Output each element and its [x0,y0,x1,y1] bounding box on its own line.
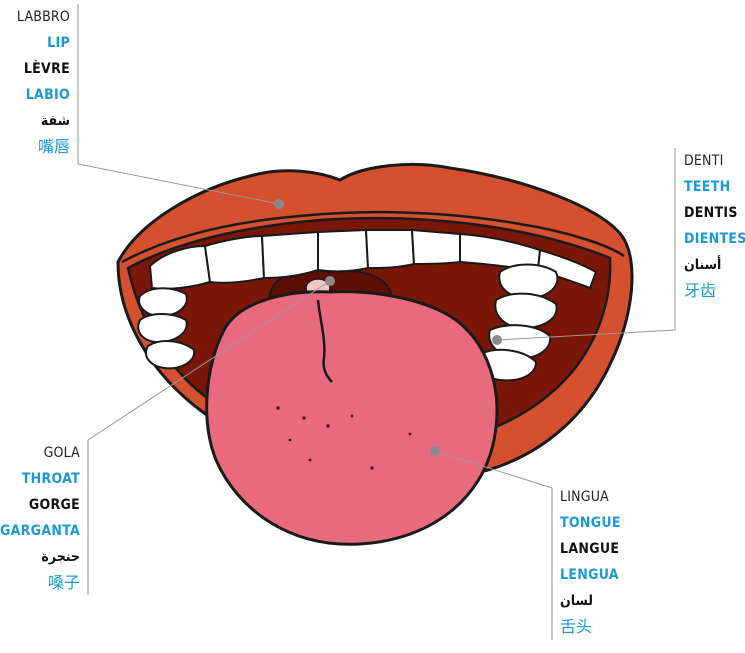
label-tongue-fr: LANGUE [560,541,620,557]
upper-teeth [148,228,598,290]
label-lip-it: LABBRO [16,9,70,25]
label-tongue-es: LENGUA [560,567,619,583]
label-tongue-zh: 舌头 [560,617,593,636]
tongue [205,290,499,546]
label-lip-es: LABIO [25,87,70,103]
label-teeth-es: DIENTES [684,231,745,247]
label-throat-zh: 嗓子 [47,573,80,592]
label-lip-ar: شفة [40,113,70,129]
leader-lines [77,4,676,640]
left-molars [137,287,196,370]
label-teeth-en: TEETH [684,179,731,195]
label-tongue-ar: لسان [560,593,594,609]
label-lip-zh: 嘴唇 [37,137,70,156]
label-throat-ar: حنجرة [41,549,80,565]
label-throat-it: GOLA [43,445,80,461]
label-throat-en: THROAT [21,471,80,487]
label-lip-fr: LÈVRE [23,61,70,77]
label-throat-fr: GORGE [28,497,80,513]
label-throat: GOLA THROAT GORGE GARGANTA حنجرة 嗓子 [0,440,80,596]
label-lip: LABBRO LIP LÈVRE LABIO شفة 嘴唇 [8,4,70,160]
label-teeth-it: DENTI [684,153,724,169]
label-teeth-zh: 牙齿 [684,281,717,300]
label-throat-es: GARGANTA [0,523,81,539]
label-teeth: DENTI TEETH DENTIS DIENTES أسنان 牙齿 [684,148,745,304]
label-tongue-en: TONGUE [560,515,621,531]
label-lip-en: LIP [47,35,70,51]
label-tongue-it: LINGUA [560,489,609,505]
label-teeth-fr: DENTIS [684,205,738,221]
label-tongue: LINGUA TONGUE LANGUE LENGUA لسان 舌头 [560,484,640,640]
anchor-dots [274,199,502,456]
label-teeth-ar: أسنان [684,257,722,273]
